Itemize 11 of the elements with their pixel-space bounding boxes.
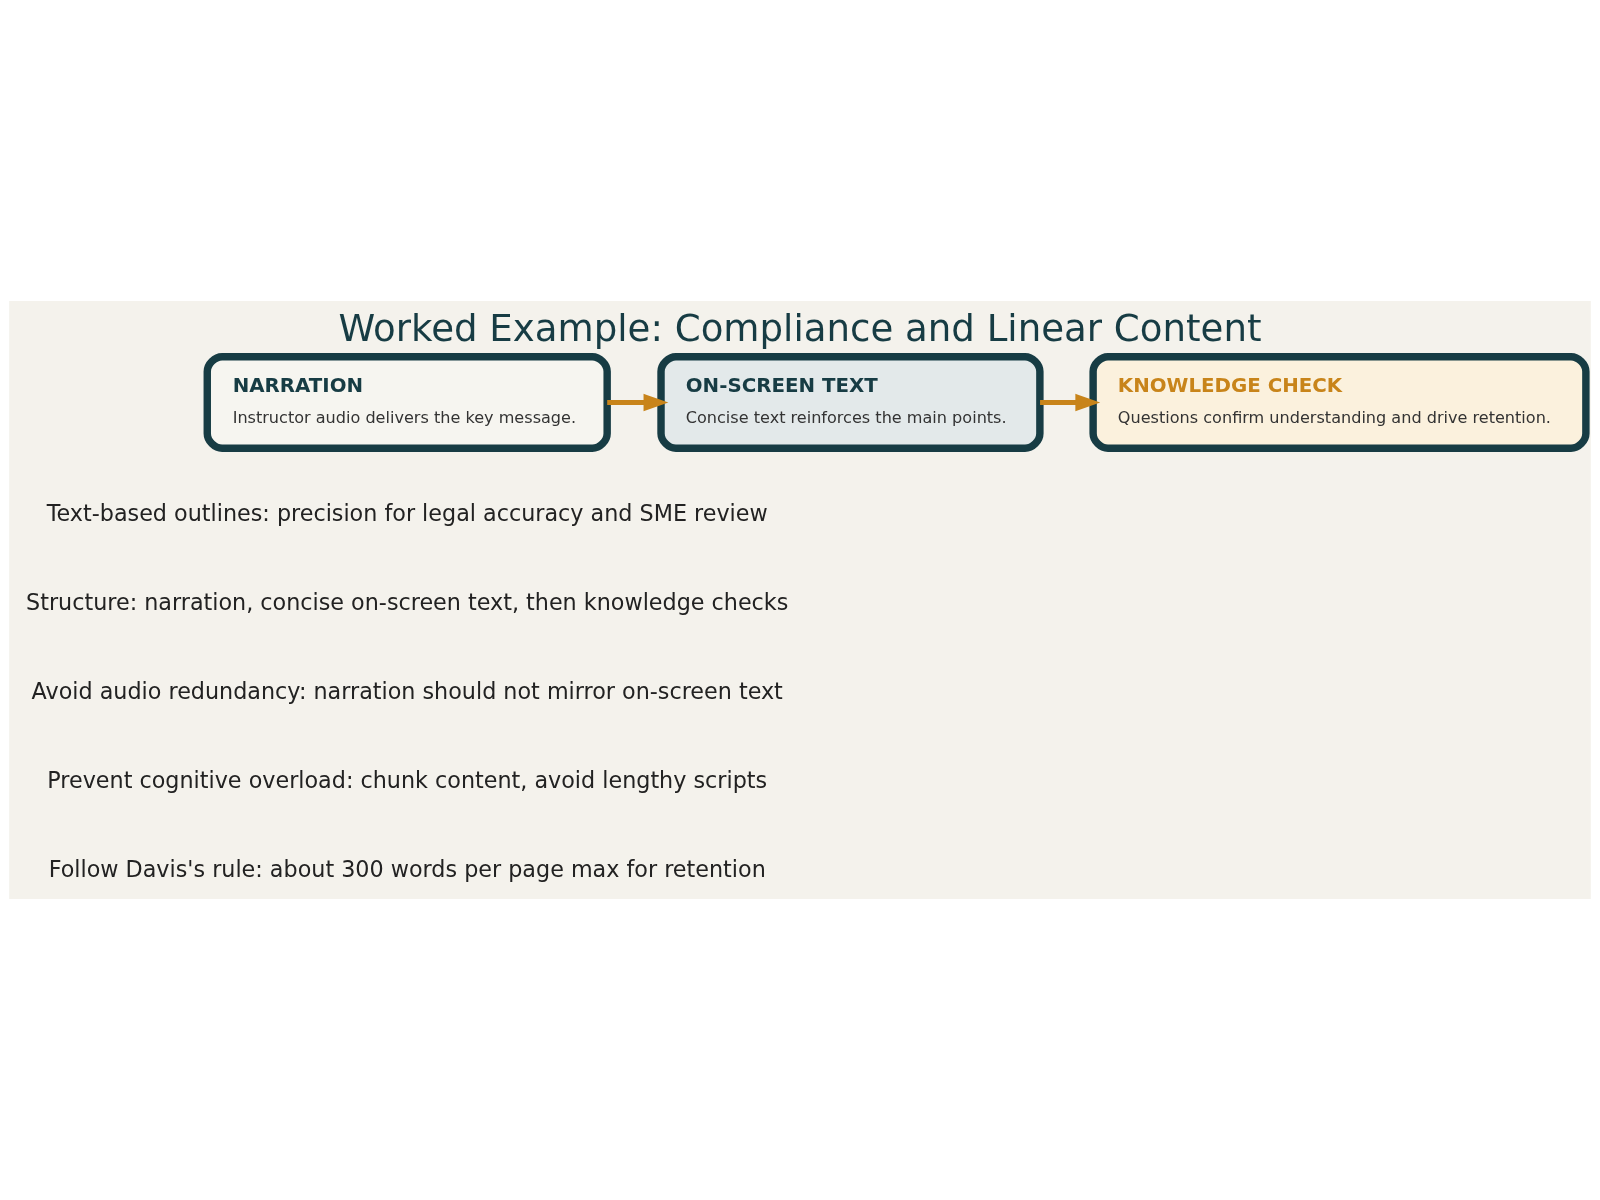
label: Avoid audio redundancy: narration should not mirror on-screen text [31,677,783,704]
label: Follow Davis's rule: about 300 words per page max for retention [48,856,766,883]
label: Text-based outlines: precision for legal accuracy and SME review [46,499,768,526]
arrow [1040,393,1101,412]
node-box: NARRATION Instructor audio delivers the key message. [203,353,611,453]
arrow [607,393,669,412]
label: Structure: narration, concise on-screen text, then knowledge checks [26,588,789,615]
diagram-title: Worked Example: Compliance and Linear Content [338,306,1262,350]
node-box: ON-SCREEN TEXT Concise text reinforces the main points. [657,353,1044,453]
label: Prevent cognitive overload: chunk content, avoid lengthy scripts [47,767,768,794]
node-box: KNOWLEDGE CHECK Questions confirm understanding and drive retention. [1089,353,1590,453]
